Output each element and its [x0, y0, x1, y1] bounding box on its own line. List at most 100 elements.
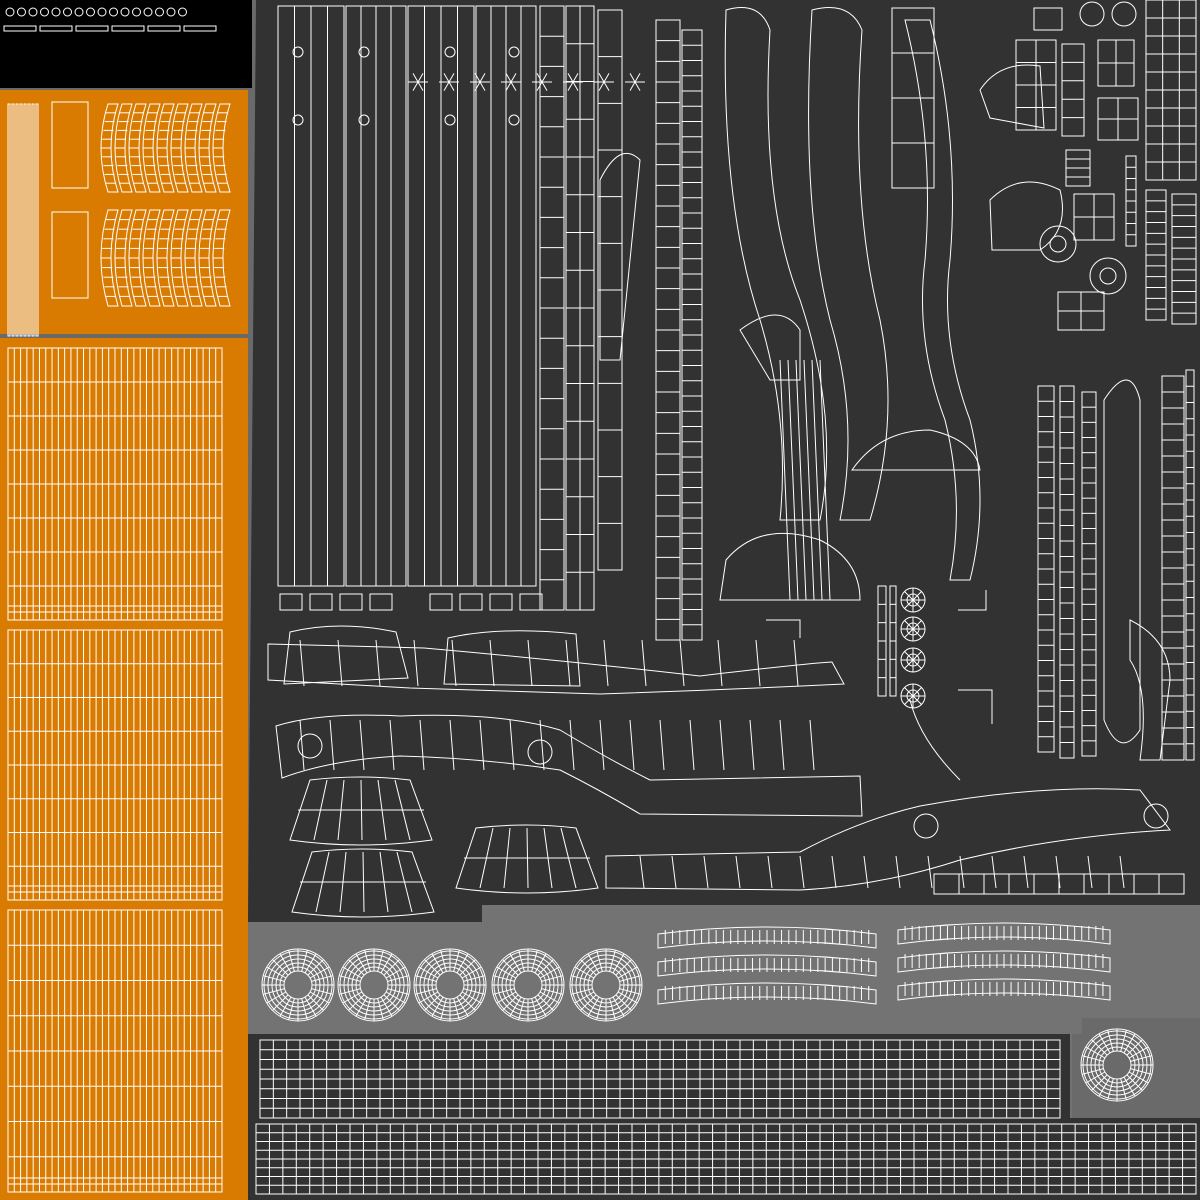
small-gear-uv	[120, 7, 130, 17]
star-uv	[541, 81, 548, 91]
curved-strip-uv	[198, 209, 217, 307]
swingarm-rib	[749, 719, 755, 771]
small-square-uv	[519, 593, 543, 611]
small-strip-uv	[147, 25, 181, 32]
star-uv	[443, 81, 450, 91]
bracket-uv	[739, 314, 801, 381]
tire-spoke-uv	[541, 975, 563, 982]
tire-spoke-uv	[272, 994, 289, 1011]
swingarm-rib	[927, 855, 933, 889]
tire-spoke-uv	[301, 950, 308, 972]
tire-spoke-uv	[537, 959, 554, 976]
thin-vertical-strip	[35, 103, 39, 337]
tire-spoke-uv	[272, 959, 289, 976]
spoke-uv	[912, 695, 922, 705]
tire-spoke-uv	[531, 950, 538, 972]
tire-spoke-uv	[596, 950, 603, 972]
swingarm-rib	[679, 639, 685, 687]
spoke-uv	[912, 591, 922, 601]
wireframe-layer	[3, 0, 1197, 1195]
tire-spoke-uv	[596, 998, 603, 1020]
swingarm-rib	[479, 719, 485, 771]
tire-spoke-uv	[502, 959, 519, 976]
main-dark-uv-area	[248, 0, 1200, 922]
small-gear-uv	[28, 7, 38, 17]
tire-spoke-uv	[612, 996, 625, 1017]
spoke-uv	[912, 659, 922, 669]
small-strip-uv	[75, 25, 109, 32]
tire-spoke-uv	[580, 959, 597, 976]
tire-spoke-uv	[342, 966, 363, 979]
tire-spoke-uv	[377, 950, 384, 972]
star-uv	[603, 81, 610, 91]
bolt-hole-uv	[292, 46, 304, 58]
tire-spoke-uv	[418, 991, 439, 1004]
tire-spoke-uv	[1082, 1068, 1104, 1075]
tire-spoke-uv	[574, 991, 595, 1004]
star-uv	[412, 81, 419, 91]
tire-spoke-uv	[1123, 1033, 1136, 1054]
thin-vertical-strip	[11, 103, 15, 337]
tire-spoke-uv	[380, 953, 393, 974]
panel-edge-band	[7, 1177, 223, 1185]
swingarm-rib	[703, 855, 709, 889]
small-square-uv	[309, 593, 333, 611]
tire-spoke-uv	[1128, 1071, 1149, 1084]
swingarm-rib	[991, 855, 997, 889]
tire-spoke-uv	[518, 998, 525, 1020]
tire-spoke-uv	[461, 991, 482, 1004]
swingarm-rib	[641, 639, 647, 687]
small-gear-uv	[51, 7, 61, 17]
small-gear-uv	[109, 7, 118, 17]
tire-spoke-uv	[496, 991, 517, 1004]
tire-spoke-uv	[364, 950, 371, 972]
tire-spoke-uv	[496, 966, 517, 979]
tire-spoke-uv	[574, 966, 595, 979]
axle-hole-uv	[913, 813, 939, 839]
swingarm-end-uv	[283, 625, 409, 685]
swingarm-rib	[659, 719, 665, 771]
thin-vertical-strip	[23, 103, 27, 337]
tire-spoke-uv	[440, 998, 447, 1020]
tire-spoke-uv	[453, 998, 460, 1020]
star-uv	[505, 73, 512, 83]
swingarm-rib	[359, 719, 365, 771]
curved-block-uv	[51, 211, 89, 299]
tire-spoke-uv	[453, 950, 460, 972]
frame-line-uv	[787, 359, 799, 601]
bell-shape-uv	[989, 181, 1063, 251]
tire-spoke-uv	[266, 966, 287, 979]
tire-spoke-uv	[534, 996, 547, 1017]
swingarm-rib	[299, 639, 305, 687]
tire-spoke-uv	[615, 994, 632, 1011]
curved-strip-uv	[156, 103, 175, 193]
small-gear-uv	[143, 7, 153, 17]
tire-spoke-uv	[571, 988, 593, 995]
spoke-uv	[904, 628, 914, 638]
curved-strip-uv	[100, 103, 119, 193]
curved-strip-uv	[212, 209, 231, 307]
frame-line-uv	[779, 359, 791, 601]
tire-spoke-uv	[463, 975, 485, 982]
hub-inner-uv	[1049, 235, 1067, 253]
frame-rail-uv	[724, 7, 828, 521]
swingarm-rib	[337, 639, 343, 687]
swingarm-rib	[299, 719, 305, 771]
tire-spoke-uv	[615, 959, 632, 976]
bolt-hole-uv	[444, 46, 456, 58]
small-square-uv	[459, 593, 483, 611]
star-uv	[634, 73, 641, 83]
panel-edge-band	[7, 605, 223, 613]
axle-hole-uv	[297, 733, 323, 759]
star-uv	[541, 73, 548, 83]
star-uv	[567, 73, 574, 83]
tire-spoke-uv	[1091, 1039, 1108, 1056]
star-uv	[567, 81, 574, 91]
tire-spoke-uv	[311, 975, 333, 982]
tire-spoke-uv	[279, 996, 292, 1017]
spoke-uv	[904, 599, 914, 609]
swingarm-rib	[1087, 855, 1093, 889]
swingarm-rib	[603, 639, 609, 687]
fender-uv	[851, 429, 981, 471]
small-square-uv	[489, 593, 513, 611]
